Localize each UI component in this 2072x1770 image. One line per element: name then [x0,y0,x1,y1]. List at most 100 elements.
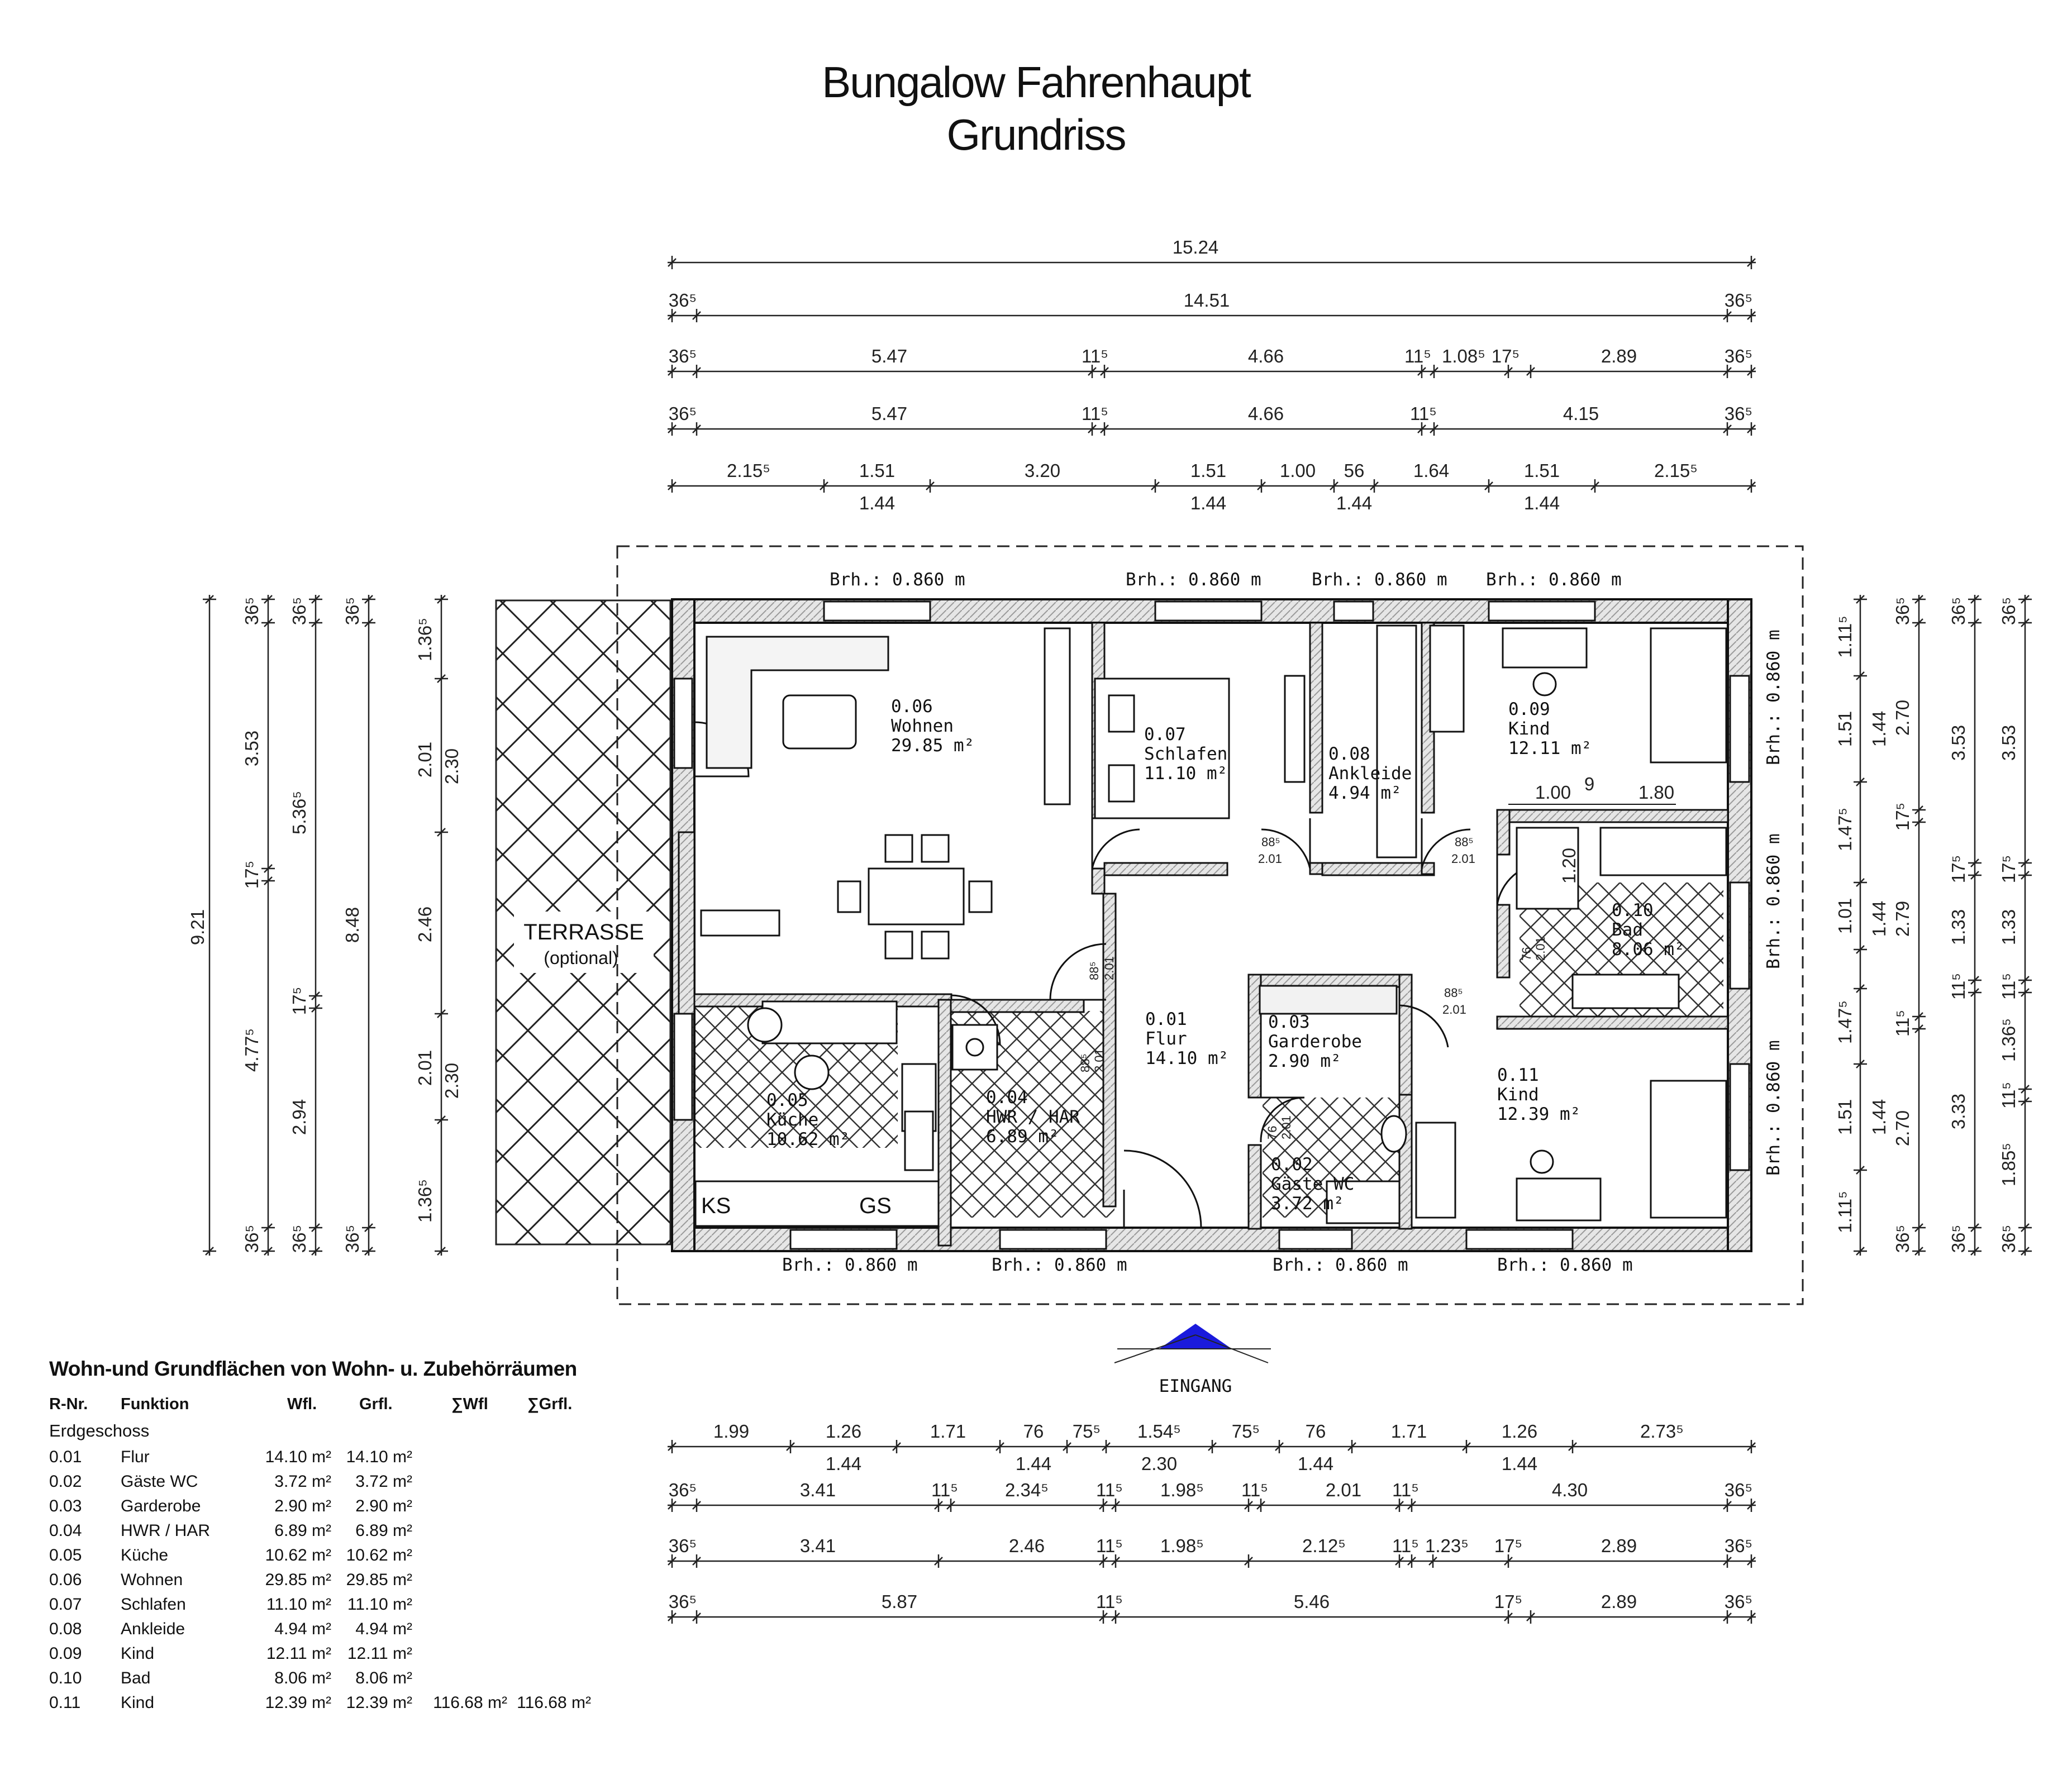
svg-text:88⁵: 88⁵ [1261,835,1280,849]
dimension-label: 36⁵ [669,1480,697,1500]
room-0.03-area: 2.90 m² [1268,1051,1341,1071]
table-cell: Küche [121,1546,169,1564]
svg-text:2.01: 2.01 [1442,1003,1466,1017]
dimension-label: 1.11⁵ [1835,1191,1855,1233]
entrance-marker: EINGANG [1114,1324,1271,1396]
furniture [694,624,1727,1227]
dimension-label: 2.94 [289,1099,309,1135]
dimension-label: 36⁵ [1725,1480,1752,1500]
room-0.09-nr: 0.09 [1508,699,1550,719]
dimension-label: 1.44 [859,493,895,513]
svg-text:Brh.: 0.860 m: Brh.: 0.860 m [1273,1255,1408,1275]
dimension-label: 1.47⁵ [1835,808,1855,851]
interior-walls [678,622,1729,1247]
terrace-label-bg [514,912,654,973]
table-cell: Garderobe [121,1497,201,1515]
dimension-label: 1.44 [1190,493,1226,513]
table-cell: 6.89 m² [355,1521,412,1540]
dimension-label: 5.87 [882,1591,917,1612]
dimension-label: 5.46 [1294,1591,1330,1612]
dimension-label: 1.26 [826,1421,861,1442]
table-cell: 11.10 m² [266,1595,331,1614]
dimension-label: 1.26 [1502,1421,1537,1442]
gs-label: GS [859,1194,892,1218]
dimension-label: 1.33 [1998,909,2019,945]
dimension-label: 36⁵ [1998,597,2019,625]
dimension-label: 17⁵ [1948,855,1969,883]
svg-text:Brh.: 0.860 m: Brh.: 0.860 m [782,1255,918,1275]
dimension-label: 2.01 [1326,1480,1361,1500]
dimension-label: 17⁵ [289,987,309,1015]
table-cell: 14.10 m² [346,1448,412,1466]
door-dim-notes: 88⁵ 2.01 88⁵ 2.01 88⁵ 2.01 88⁵ 2.01 88⁵ … [1078,835,1547,1139]
dimension-label: 1.36⁵ [1998,1018,2019,1062]
svg-text:2.01: 2.01 [1533,937,1547,961]
table-cell: 10.62 m² [346,1546,412,1564]
dimension-label: 2.15⁵ [1654,460,1698,481]
room-0.03-name: Garderobe [1268,1032,1362,1052]
ks-label: KS [701,1194,731,1218]
dimension-label: 36⁵ [1892,1225,1913,1253]
table-cell: 116.68 m² [433,1693,507,1712]
room-0.01-area: 14.10 m² [1145,1048,1228,1068]
dimension-label: 36⁵ [1725,403,1752,424]
table-cell: Flur [121,1448,150,1466]
svg-text:1.00: 1.00 [1535,782,1571,803]
dimension-label: 11⁵ [1404,346,1431,366]
svg-text:88⁵: 88⁵ [1078,1053,1092,1072]
room-labels: 0.06 Wohnen 29.85 m² 0.07 Schlafen 11.10… [701,696,1685,1218]
room-0.02-area: 3.72 m² [1271,1194,1344,1214]
dimension-label: 17⁵ [1998,855,2019,883]
table-cell: Wohnen [121,1571,183,1589]
dimension-label: 1.44 [1869,711,1889,747]
roof-outline [616,545,1804,1305]
dimension-label: 36⁵ [1948,1225,1969,1253]
dimension-label: 2.30 [441,1063,462,1099]
table-cell: Kind [121,1644,155,1663]
dimension-label: 1.44 [1869,1099,1889,1135]
dimension-label: 1.11⁵ [1835,616,1855,657]
dimension-label: 3.41 [800,1535,836,1556]
room-0.10-name: Bad [1612,920,1643,940]
dimension-label: 17⁵ [1494,1591,1522,1612]
table-cell: Ankleide [121,1620,185,1638]
dimension-label: 1.51 [1190,460,1226,481]
dimension-label: 36⁵ [669,290,697,311]
room-0.04-area: 6.89 m² [986,1127,1059,1147]
room-0.11-nr: 0.11 [1497,1065,1539,1085]
table-cell: 3.72 m² [274,1472,331,1491]
table-cell: 10.62 m² [265,1546,331,1564]
dimension-label: 11⁵ [1892,1010,1913,1037]
dimension-label: 36⁵ [1725,346,1752,366]
table-cell: 12.39 m² [346,1693,412,1712]
dimension-label: 1.71 [1391,1421,1427,1442]
dimension-label: 36⁵ [1948,597,1969,625]
room-0.06-nr: 0.06 [891,696,933,717]
svg-text:Brh.: 0.860 m: Brh.: 0.860 m [1486,570,1622,590]
room-0.07-name: Schlafen [1144,744,1227,764]
dimension-label: 36⁵ [342,1225,363,1253]
dimension-label: 36⁵ [1998,1225,2019,1253]
area-table: Wohn-und Grundflächen von Wohn- u. Zubeh… [49,1357,664,1718]
dimension-label: 5.47 [871,346,907,366]
dimension-label: 3.53 [1948,725,1969,761]
table-cell: 4.94 m² [274,1620,331,1638]
dimension-label: 11⁵ [1998,1082,2019,1109]
dimension-label: 11⁵ [931,1480,958,1500]
table-heading: Wohn-und Grundflächen von Wohn- u. Zubeh… [49,1357,577,1380]
room-0.11-area: 12.39 m² [1497,1104,1580,1124]
dimension-label: 3.33 [1948,1094,1969,1129]
dimension-label: 1.51 [1835,1099,1855,1135]
table-cell: Gäste WC [121,1472,198,1491]
table-cell: 0.11 [49,1693,81,1712]
dimension-label: 17⁵ [1892,803,1913,831]
dimension-label: 1.36⁵ [415,1179,435,1223]
dimension-label: 15.24 [1173,237,1219,257]
dimension-label: 14.51 [1184,290,1230,311]
dimension-label: 36⁵ [241,597,262,625]
